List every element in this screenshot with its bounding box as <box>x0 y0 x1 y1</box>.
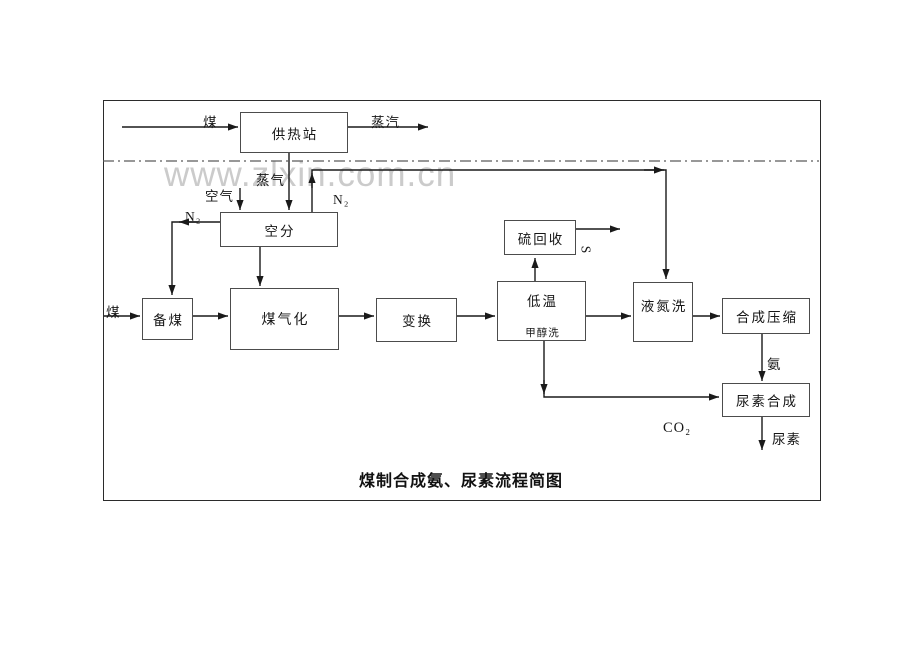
sulfur-output-label: S <box>578 245 594 255</box>
ammonia-label: 氨 <box>767 357 782 372</box>
sulfur-recovery-box: 硫回收 <box>504 220 576 255</box>
urea-synthesis-label: 尿素合成 <box>736 394 798 409</box>
low-temp-methanol-wash-box: 低温 甲醇洗 <box>497 281 586 341</box>
coal-preparation-box: 备煤 <box>142 298 193 340</box>
heating-station-label: 供热站 <box>271 126 319 142</box>
air-separation-box: 空分 <box>220 212 338 247</box>
air-separation-label: 空分 <box>264 223 296 239</box>
diagram-border-frame <box>103 100 821 501</box>
shift-conversion-label: 变换 <box>402 314 433 329</box>
shift-conversion-box: 变换 <box>376 298 457 342</box>
low-temp-label: 低温 <box>527 294 558 309</box>
nitrogen-right-label: N₂ <box>333 192 350 207</box>
coal-feed-main-label: 煤 <box>106 305 121 320</box>
co2-label: CO₂ <box>663 420 692 436</box>
urea-synthesis-box: 尿素合成 <box>722 383 810 417</box>
liquid-nitrogen-wash-label: 液氮洗 <box>640 299 688 314</box>
sulfur-recovery-label: 硫回收 <box>517 231 565 247</box>
diagram-title: 煤制合成氨、尿素流程简图 <box>358 473 563 490</box>
coal-gasification-label: 煤气化 <box>261 313 310 328</box>
edge-airsep-n2-to-coalprep <box>168 221 220 295</box>
heating-station-box: 供热站 <box>240 112 348 153</box>
steam-output-label: 蒸汽 <box>371 115 400 130</box>
air-input-label: 空气 <box>205 189 234 204</box>
nitrogen-left-label: N₂ <box>185 209 202 224</box>
coal-preparation-label: 备煤 <box>153 313 184 328</box>
urea-output-label: 尿素 <box>772 432 801 447</box>
edge-co2-to-urea-synthesis <box>543 341 719 401</box>
liquid-nitrogen-wash-box: 液氮洗 <box>633 282 693 342</box>
coal-gasification-box: 煤气化 <box>230 288 339 350</box>
synthesis-compression-label: 合成压缩 <box>736 310 798 325</box>
steam-input-label: 蒸气 <box>256 173 285 188</box>
edge-airsep-n2-to-nitrogen-wash <box>311 169 670 279</box>
synthesis-compression-box: 合成压缩 <box>722 298 810 334</box>
coal-feed-top-label: 煤 <box>203 115 218 130</box>
methanol-wash-label: 甲醇洗 <box>525 328 560 339</box>
